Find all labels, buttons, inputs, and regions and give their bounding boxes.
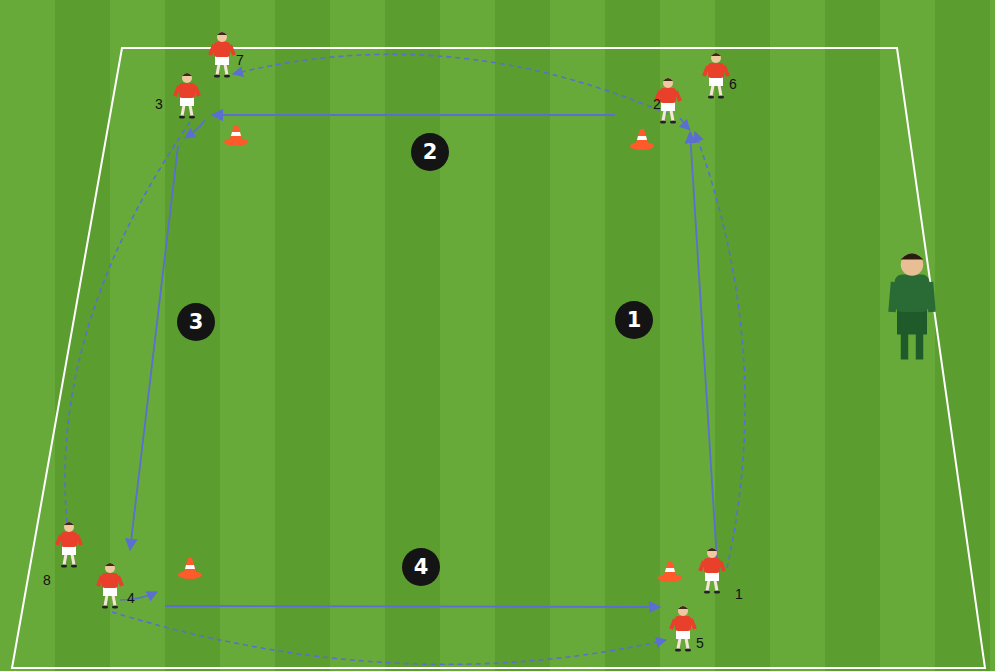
drill-step-circle: 3 — [177, 303, 215, 341]
player — [671, 606, 695, 652]
cone — [178, 558, 202, 579]
cone — [658, 561, 682, 582]
run-paths — [65, 54, 745, 664]
player-number: 5 — [696, 636, 704, 650]
player — [57, 522, 81, 568]
player-number: 6 — [729, 77, 737, 91]
player-number: 1 — [735, 587, 743, 601]
drill-step-circle: 1 — [615, 301, 653, 339]
drill-step-circle: 2 — [411, 133, 449, 171]
step-number: 3 — [189, 312, 204, 333]
player — [175, 73, 199, 119]
player-number: 3 — [155, 97, 163, 111]
step-number: 2 — [423, 142, 438, 163]
pass-lines — [130, 115, 717, 607]
player-number: 8 — [43, 573, 51, 587]
coach — [892, 253, 932, 359]
player-number: 7 — [236, 53, 244, 67]
player — [700, 548, 724, 594]
player-number: 4 — [127, 591, 135, 605]
field-line — [12, 48, 985, 668]
step-number: 4 — [414, 557, 429, 578]
cone — [630, 129, 654, 150]
player — [98, 563, 122, 609]
step-number: 1 — [627, 310, 642, 331]
drill-step-circle: 4 — [402, 548, 440, 586]
cone — [224, 125, 248, 146]
player — [210, 32, 234, 78]
player — [704, 53, 728, 99]
player-number: 2 — [653, 97, 661, 111]
